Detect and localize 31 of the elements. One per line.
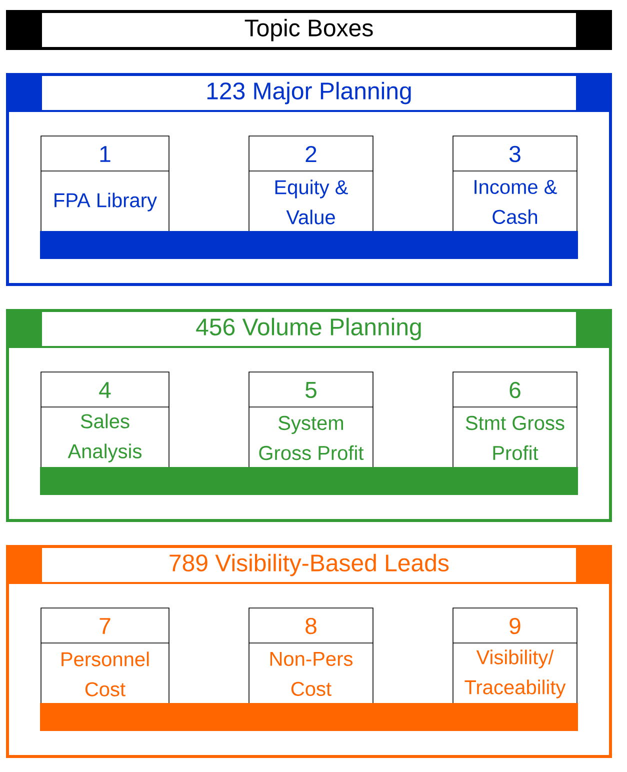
box-number: 1 <box>100 146 110 162</box>
section-heading: 456 Volume Planning <box>42 312 576 346</box>
box-label: Income & Cash <box>474 180 557 224</box>
topic-box <box>248 372 374 468</box>
box-label: System Gross Profit <box>259 416 364 460</box>
topic-box <box>248 136 374 232</box>
box-label: FPA Library <box>54 192 157 212</box>
box-label: Non-Pers Cost <box>270 652 352 696</box>
box-label: Personnel Cost <box>62 652 149 696</box>
topic-box <box>40 136 170 232</box>
topic-box <box>40 608 170 704</box>
box-label: Sales Analysis <box>68 414 142 462</box>
box-number: 6 <box>510 382 520 398</box>
box-label: Stmt Gross Profit <box>466 416 564 460</box>
box-number: 5 <box>306 382 316 398</box>
section-heading: 789 Visibility-Based Leads <box>42 548 576 582</box>
box-number: 8 <box>306 618 316 634</box>
box-number: 3 <box>509 146 520 162</box>
box-number: 9 <box>510 618 520 634</box>
box-label: Equity & Value <box>275 180 348 224</box>
topic-box <box>40 372 170 468</box>
box-label: Visibility/ Traceability <box>464 650 566 698</box>
section-heading: 123 Major Planning <box>42 76 576 110</box>
box-number: 7 <box>100 618 110 634</box>
topic-box <box>452 608 578 704</box>
box-number: 2 <box>306 146 316 162</box>
topic-box <box>248 608 374 704</box>
title-banner: Topic Boxes <box>6 10 612 50</box>
topic-box <box>452 136 578 232</box>
box-number: 4 <box>99 382 111 398</box>
topic-box <box>452 372 578 468</box>
